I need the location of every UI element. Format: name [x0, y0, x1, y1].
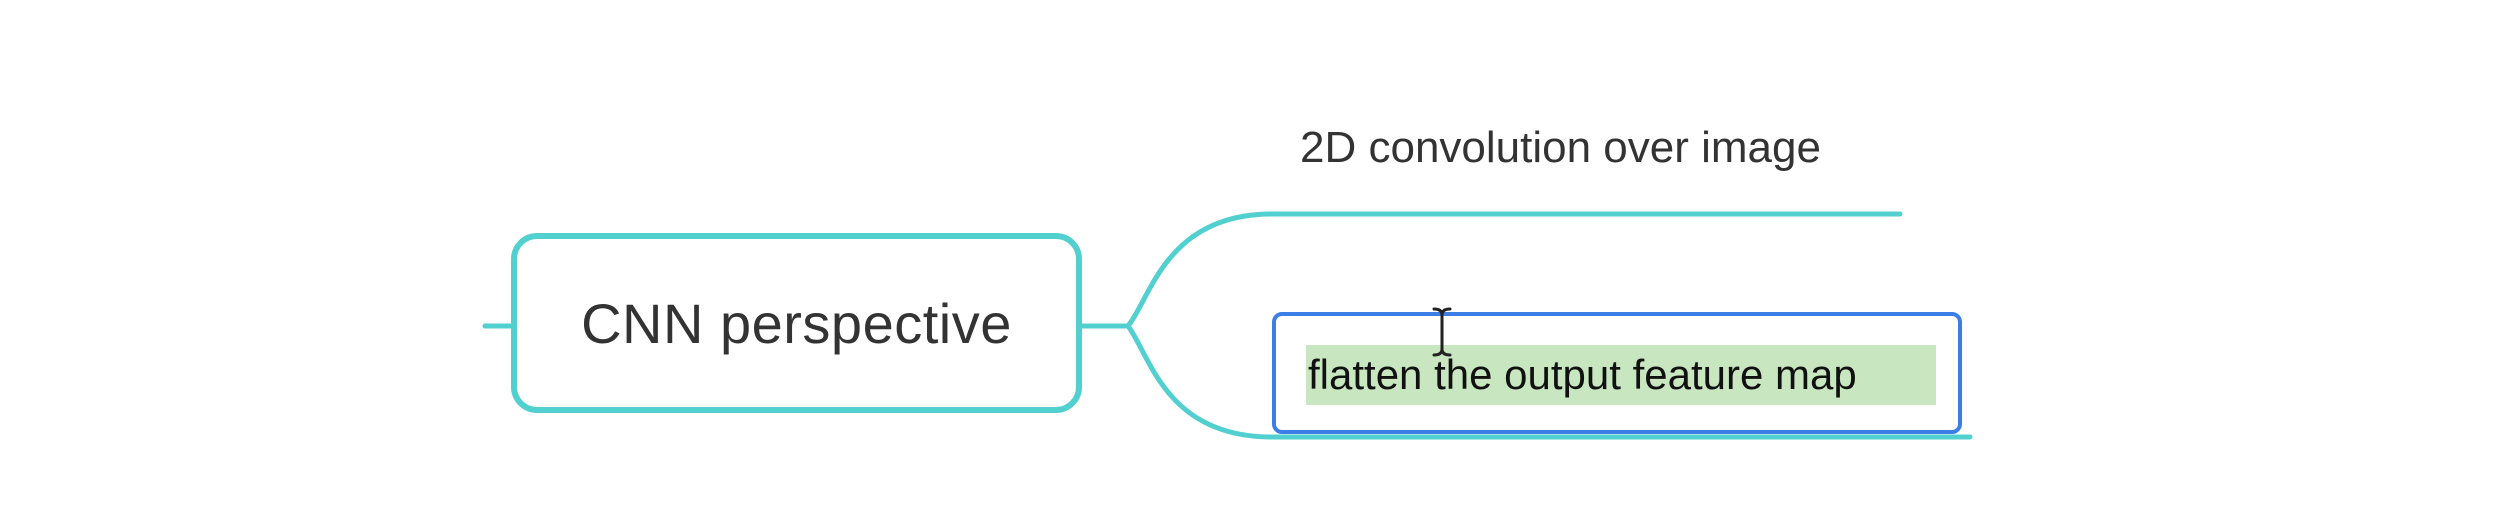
branch-to-topic-1	[1125, 211, 1903, 329]
subtopic-node-2-editing[interactable]: flatten the output feature map	[1272, 312, 1962, 434]
central-topic-label: CNN perspective	[581, 291, 1012, 355]
central-topic-node[interactable]: CNN perspective	[511, 233, 1082, 413]
subtopic-node-1[interactable]: 2D convolution over image	[1300, 123, 1821, 172]
subtopic-2-text-input[interactable]: flatten the output feature map	[1306, 345, 1936, 405]
